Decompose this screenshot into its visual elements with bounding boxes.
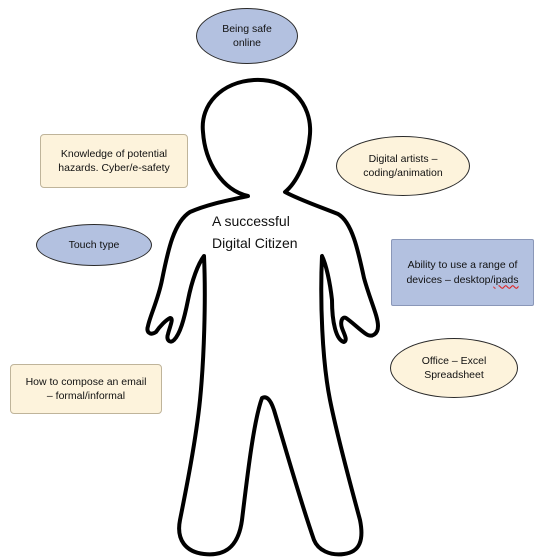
bubble-devices-line2-prefix: devices – desktop/	[406, 273, 494, 286]
bubble-office-line1: Office – Excel	[421, 354, 487, 367]
center-title-line1: A successful	[212, 213, 290, 229]
bubble-devices-line2-suffix: ipads	[493, 273, 519, 286]
bubble-being-safe-online-line1: Being safe	[222, 22, 272, 35]
person-silhouette	[145, 77, 380, 557]
bubble-digital-artists-line2: coding/animation	[363, 167, 443, 179]
bubble-email-line2: – formal/informal	[46, 390, 126, 402]
bubble-range-of-devices: Ability to use a range of devices – desk…	[391, 239, 534, 306]
bubble-touch-type: Touch type	[36, 224, 152, 266]
bubble-email-line1: How to compose an email	[25, 375, 147, 388]
bubble-hazards-line1: Knowledge of potential	[60, 147, 168, 160]
bubble-touch-type-line1: Touch type	[68, 238, 120, 251]
bubble-compose-email: How to compose an email – formal/informa…	[10, 364, 162, 414]
bubble-devices-line1: Ability to use a range of	[407, 259, 518, 272]
center-title: A successful Digital Citizen	[212, 211, 298, 254]
bubble-office-line2: Spreadsheet	[424, 369, 484, 381]
bubble-digital-artists-line1: Digital artists –	[368, 152, 438, 165]
bubble-being-safe-online: Being safe online	[196, 8, 298, 64]
bubble-office-excel: Office – Excel Spreadsheet	[390, 338, 518, 398]
bubble-being-safe-online-line2: online	[232, 37, 262, 49]
bubble-hazards-line2: hazards. Cyber/e-safety	[58, 162, 170, 174]
bubble-digital-artists: Digital artists – coding/animation	[336, 136, 470, 196]
center-title-line2: Digital Citizen	[212, 234, 298, 251]
bubble-knowledge-of-hazards: Knowledge of potential hazards. Cyber/e-…	[40, 134, 188, 188]
